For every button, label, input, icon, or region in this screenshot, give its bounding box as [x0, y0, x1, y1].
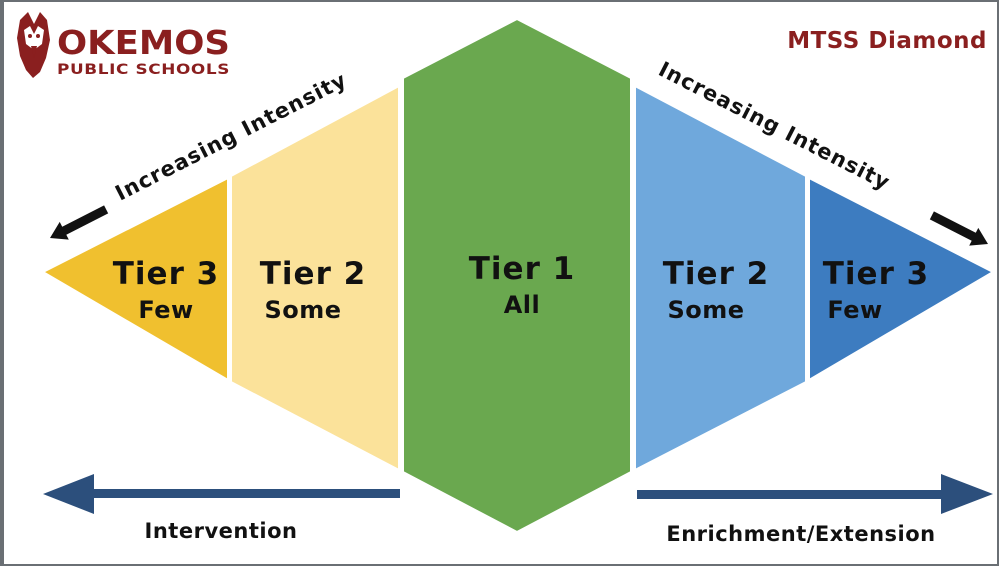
tier3-left-title: Tier 3 — [113, 256, 219, 292]
mtss-diamond-diagram: Tier 3 Few Tier 2 Some Tier 1 All Tier 2… — [17, 12, 996, 546]
intervention-label: Intervention — [145, 519, 298, 543]
logo-wordmark: OKEMOS — [57, 23, 230, 62]
tier2-right-segment — [634, 84, 807, 472]
intensity-right-arrow — [929, 211, 988, 246]
intensity-left-arrow — [50, 205, 109, 240]
enrichment-label: Enrichment/Extension — [666, 522, 935, 546]
intervention-arrow — [43, 474, 400, 514]
diagram-title: MTSS Diamond — [787, 28, 987, 54]
enrichment-arrow — [637, 474, 993, 514]
tier1-reach: All — [504, 291, 541, 319]
tier3-right-segment — [808, 176, 996, 382]
logo-subtitle: PUBLIC SCHOOLS — [57, 62, 230, 78]
tier1-center-segment — [402, 17, 632, 534]
tier2-left-reach: Some — [264, 296, 341, 324]
tier2-left-title: Tier 2 — [260, 256, 366, 292]
tier3-right-title: Tier 3 — [823, 256, 929, 292]
tier2-right-reach: Some — [667, 296, 744, 324]
tier2-right-title: Tier 2 — [663, 256, 769, 292]
district-logo: OKEMOS PUBLIC SCHOOLS — [17, 12, 230, 78]
wolf-mascot-icon — [17, 12, 50, 78]
tier2-left-segment — [230, 84, 400, 472]
tier3-left-segment — [40, 176, 229, 382]
tier1-title: Tier 1 — [469, 251, 575, 287]
tier3-left-reach: Few — [138, 296, 193, 324]
tier3-right-reach: Few — [827, 296, 882, 324]
